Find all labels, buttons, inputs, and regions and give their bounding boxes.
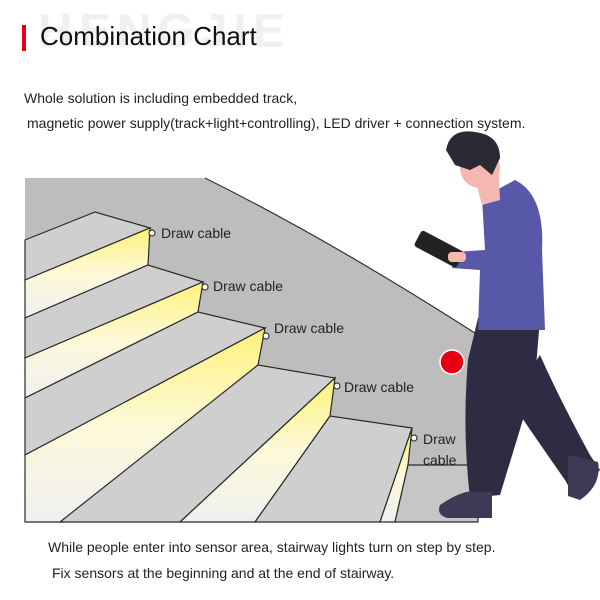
footer-line-2: Fix sensors at the beginning and at the …: [52, 565, 395, 581]
sensor-dot: [439, 349, 465, 375]
cable-point-icon: [262, 332, 270, 340]
person-figure: [414, 131, 600, 518]
intro-line-2: magnetic power supply(track+light+contro…: [27, 115, 526, 131]
title-accent-bar: [22, 25, 26, 51]
cable-point-icon: [201, 283, 209, 291]
person-shirt: [452, 180, 545, 330]
intro-line-1: Whole solution is including embedded tra…: [24, 90, 298, 106]
cable-point-icon: [148, 229, 156, 237]
watermark-logo: [0, 0, 300, 60]
cable-point-icon: [333, 382, 341, 390]
cable-label-4: Draw cable: [344, 379, 415, 395]
cable-point-icon: [410, 434, 418, 442]
cable-label-2: Draw cable: [213, 278, 284, 294]
cable-label-5b: cable: [423, 452, 457, 468]
person-hair: [446, 131, 500, 175]
cable-label-3: Draw cable: [274, 320, 345, 336]
cable-label-5a: Draw: [423, 431, 456, 447]
cable-label-1: Draw cable: [161, 225, 232, 241]
footer-line-1: While people enter into sensor area, sta…: [48, 539, 496, 555]
tablet-icon: [414, 230, 464, 268]
page-title: Combination Chart: [40, 21, 257, 51]
